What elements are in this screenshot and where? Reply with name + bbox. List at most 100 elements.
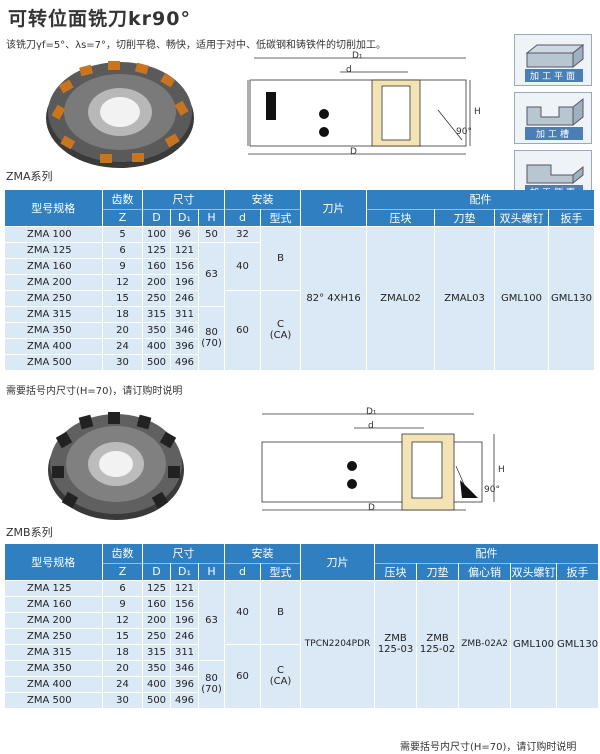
d1-cell: 196 bbox=[170, 611, 199, 629]
zmb-header-D1: D₁ bbox=[170, 562, 199, 580]
zmb-d-label: d bbox=[368, 421, 374, 431]
teeth-cell: 20 bbox=[102, 321, 143, 339]
page-title: 可转位面铣刀kr90° bbox=[8, 8, 191, 30]
zmb-header-screw: 双头螺钉 bbox=[510, 562, 558, 580]
model-cell: ZMA 500 bbox=[4, 691, 103, 709]
zmb-header-teeth: 齿数 bbox=[102, 544, 143, 563]
zmb-header-type: 型式 bbox=[260, 562, 302, 580]
pin-cell: ZMB-02A2 bbox=[458, 579, 512, 709]
model-cell: ZMA 200 bbox=[4, 273, 103, 291]
model-cell: ZMA 350 bbox=[4, 659, 103, 677]
zma-note: 需要括号内尺寸(H=70)，请订购时说明 bbox=[6, 386, 183, 397]
table-row: ZMA 315 18 315 311 80(70) bbox=[4, 305, 595, 371]
screw-cell: GML100 bbox=[494, 225, 550, 371]
zma-header-screw: 双头螺钉 bbox=[494, 208, 550, 226]
model-cell: ZMA 315 bbox=[4, 643, 103, 661]
zmb-header-pin: 偏心销 bbox=[458, 562, 512, 580]
zmb-header-wrench: 扳手 bbox=[556, 562, 600, 580]
zmb-d1-label: D₁ bbox=[366, 407, 377, 417]
zmb-header-size: 尺寸 bbox=[142, 544, 226, 563]
d1-cell: 496 bbox=[170, 353, 199, 371]
teeth-cell: 15 bbox=[102, 289, 143, 307]
model-cell: ZMA 400 bbox=[4, 675, 103, 693]
zmb-series-label: ZMB系列 bbox=[6, 526, 53, 539]
table-row: ZMA 200 12 200 196 bbox=[4, 611, 599, 629]
zma-header-D: D bbox=[142, 208, 171, 226]
d1-cell: 156 bbox=[170, 257, 199, 275]
zmb-technical-drawing: D₁ d D H 90° bbox=[256, 402, 526, 526]
zma-angle-label: 90° bbox=[456, 127, 472, 137]
zma-header-blade: 刀片 bbox=[300, 190, 368, 226]
wrench-cell: GML130 bbox=[556, 579, 600, 709]
machining-icons: 加工平面 加工槽 加工侧面 bbox=[514, 34, 594, 208]
d-cell: 250 bbox=[142, 627, 171, 645]
type-cell: C(CA) bbox=[260, 289, 302, 371]
teeth-cell: 18 bbox=[102, 305, 143, 323]
zma-header-size: 尺寸 bbox=[142, 190, 226, 209]
model-cell: ZMA 350 bbox=[4, 321, 103, 339]
teeth-cell: 6 bbox=[102, 579, 143, 597]
d-cell: 400 bbox=[142, 675, 171, 693]
zma-h-label: H bbox=[474, 107, 481, 117]
zmb-h-label: H bbox=[498, 465, 505, 475]
type-cell: B bbox=[260, 225, 302, 291]
d-cell: 315 bbox=[142, 305, 171, 323]
zma-header-d: d bbox=[224, 208, 262, 226]
table-row: ZMA 400 24 400 396 bbox=[4, 675, 599, 693]
teeth-cell: 9 bbox=[102, 595, 143, 613]
model-cell: ZMA 160 bbox=[4, 257, 103, 275]
zmb-header-H: H bbox=[198, 562, 226, 580]
d-cell: 125 bbox=[142, 579, 171, 597]
zma-header-install: 安装 bbox=[224, 190, 302, 209]
bore-cell: 40 bbox=[224, 241, 262, 291]
bore-cell: 60 bbox=[224, 289, 262, 371]
zma-header-teeth: 齿数 bbox=[102, 190, 143, 209]
zmb-header-parts: 配件 bbox=[374, 544, 600, 563]
zmb-header-clamp: 压块 bbox=[374, 562, 418, 580]
blade-cell: TPCN2204PDR bbox=[300, 579, 376, 709]
table-row: ZMA 100 5 100 96 50 32 B 82° 4XH16 ZMAL0… bbox=[4, 225, 596, 371]
d1-cell: 156 bbox=[170, 595, 199, 613]
zma-bigd-label: D bbox=[350, 147, 357, 157]
d-cell: 500 bbox=[142, 353, 171, 371]
d1-cell: 396 bbox=[170, 675, 199, 693]
h-cell: 63 bbox=[197, 241, 226, 307]
d1-cell: 396 bbox=[170, 337, 199, 355]
d1-cell: 496 bbox=[170, 691, 199, 709]
shim-cell: ZMAL03 bbox=[434, 225, 496, 371]
bore-cell: 60 bbox=[224, 643, 262, 709]
d1-cell: 311 bbox=[170, 305, 199, 323]
d-cell: 400 bbox=[142, 337, 171, 355]
teeth-cell: 24 bbox=[102, 337, 143, 355]
zma-header-z: Z bbox=[102, 208, 143, 226]
zma-header-wrench: 扳手 bbox=[548, 208, 596, 226]
model-cell: ZMA 100 bbox=[4, 225, 103, 243]
teeth-cell: 15 bbox=[102, 627, 143, 645]
table-row: ZMA 500 30 500 496 bbox=[4, 691, 599, 709]
d1-cell: 246 bbox=[170, 627, 199, 645]
model-cell: ZMA 315 bbox=[4, 305, 103, 323]
teeth-cell: 18 bbox=[102, 643, 143, 661]
d-cell: 315 bbox=[142, 643, 171, 661]
h-cell: 80(70) bbox=[197, 659, 226, 709]
d1-cell: 121 bbox=[170, 579, 199, 597]
teeth-cell: 20 bbox=[102, 659, 143, 677]
zmb-spec-table: 型号规格 齿数 尺寸 安装 刀片 配件 Z D D₁ H d 型式 压块 刀垫 … bbox=[4, 544, 600, 709]
d-cell: 100 bbox=[142, 225, 171, 243]
zma-header-shim: 刀垫 bbox=[434, 208, 496, 226]
table-row: ZMA 125 6 125 121 63 40 B TPCN2204PDR ZM… bbox=[4, 579, 600, 709]
d1-cell: 121 bbox=[170, 241, 199, 259]
d-cell: 200 bbox=[142, 611, 171, 629]
d1-cell: 311 bbox=[170, 643, 199, 661]
d1-cell: 246 bbox=[170, 289, 199, 307]
zmb-angle-label: 90° bbox=[484, 485, 500, 495]
type-cell: C(CA) bbox=[260, 643, 302, 709]
zma-d1-label: D₁ bbox=[352, 51, 363, 61]
blade-cell: 82° 4XH16 bbox=[300, 225, 368, 371]
zmb-header-install: 安装 bbox=[224, 544, 302, 563]
model-cell: ZMA 500 bbox=[4, 353, 103, 371]
zma-cutter-photo bbox=[40, 52, 200, 172]
zma-header-model: 型号规格 bbox=[4, 190, 103, 226]
d-cell: 125 bbox=[142, 241, 171, 259]
